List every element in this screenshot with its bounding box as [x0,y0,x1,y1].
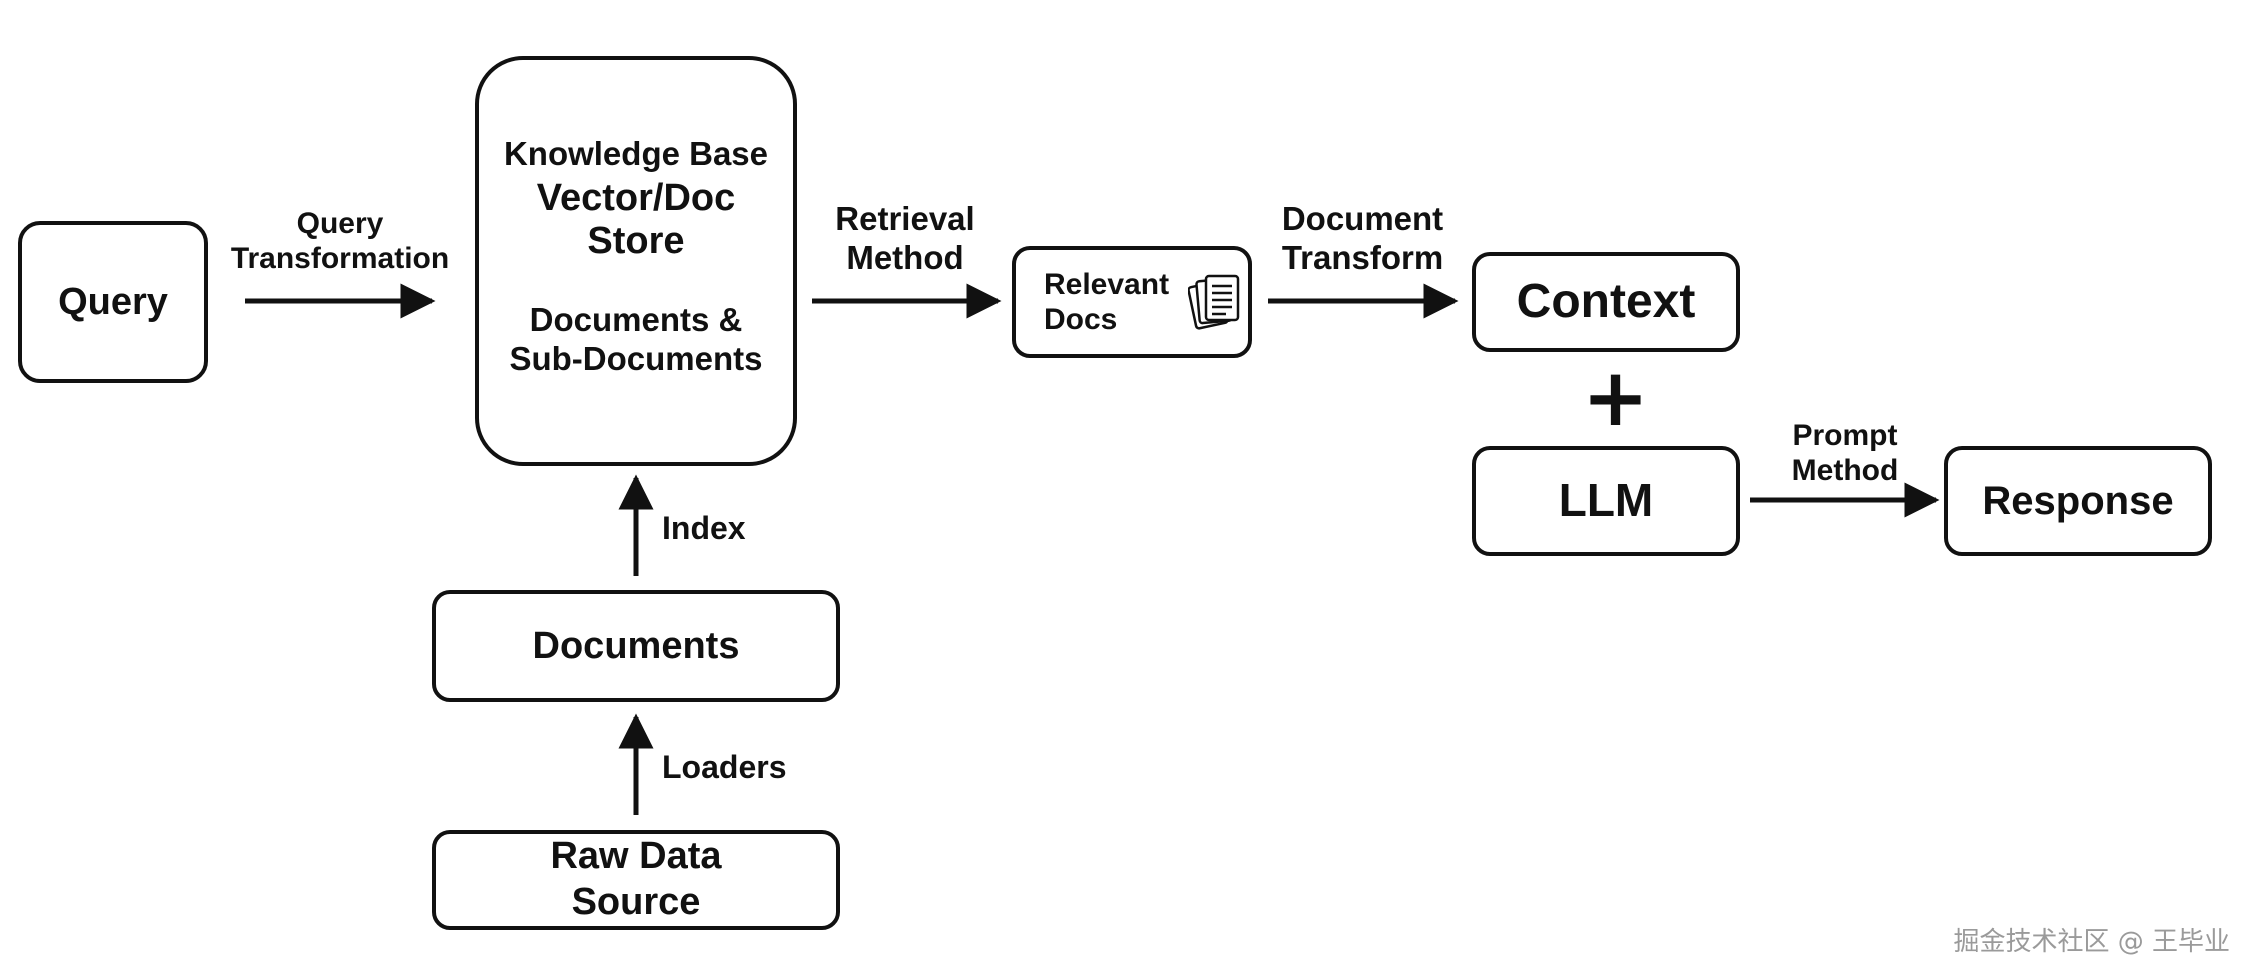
knowledge-base-contents-line1: Documents & [529,301,743,339]
knowledge-base-subtitle-line1: Vector/Doc [536,176,736,219]
query-node: Query [18,221,208,383]
context-node: Context [1472,252,1740,352]
knowledge-base-subtitle-line2: Store [587,219,685,262]
prompt-method-label-line2: Method [1791,454,1899,488]
query-node-label: Query [58,280,168,323]
prompt-method-label-line1: Prompt [1792,419,1898,452]
plus-symbol: + [1582,351,1650,444]
document-transform-label: Document Transform [1250,200,1475,278]
retrieval-method-label: Retrieval Method [800,200,1010,278]
retrieval-method-label-line2: Method [846,238,964,276]
context-node-label: Context [1516,275,1696,329]
index-label-text: Index [662,510,746,546]
document-transform-label-line1: Document [1281,200,1444,237]
watermark: 掘金技术社区 @ 王毕业 [1953,927,2230,957]
documents-node-label: Documents [532,624,740,667]
prompt-method-label: Prompt Method [1750,418,1940,489]
query-transformation-label-line2: Transformation [230,242,450,276]
relevant-docs-label-line2: Docs [1044,303,1118,336]
loaders-label: Loaders [662,749,786,787]
relevant-docs-label-line1: Relevant [1044,267,1170,301]
documents-node: Documents [432,590,840,702]
retrieval-method-label-line1: Retrieval [835,200,975,237]
relevant-docs-node: Relevant Docs [1012,246,1252,358]
knowledge-base-contents-line2: Sub-Documents [509,340,763,377]
query-transformation-label: Query Transformation [210,206,470,277]
raw-data-source-label-line2: Source [571,881,701,923]
response-node: Response [1944,446,2212,556]
llm-node-label: LLM [1558,474,1654,527]
documents-stack-icon [1188,274,1240,330]
loaders-label-text: Loaders [662,749,787,785]
query-transformation-label-line1: Query [296,207,384,240]
response-node-label: Response [1982,478,2174,523]
document-transform-label-line2: Transform [1281,238,1444,276]
raw-data-source-label-line1: Raw Data [550,835,722,878]
knowledge-base-node: Knowledge Base Vector/Doc Store Document… [475,56,797,466]
raw-data-source-node: Raw Data Source [432,830,840,930]
llm-node: LLM [1472,446,1740,556]
index-label: Index [662,510,746,548]
knowledge-base-title: Knowledge Base [503,135,769,172]
